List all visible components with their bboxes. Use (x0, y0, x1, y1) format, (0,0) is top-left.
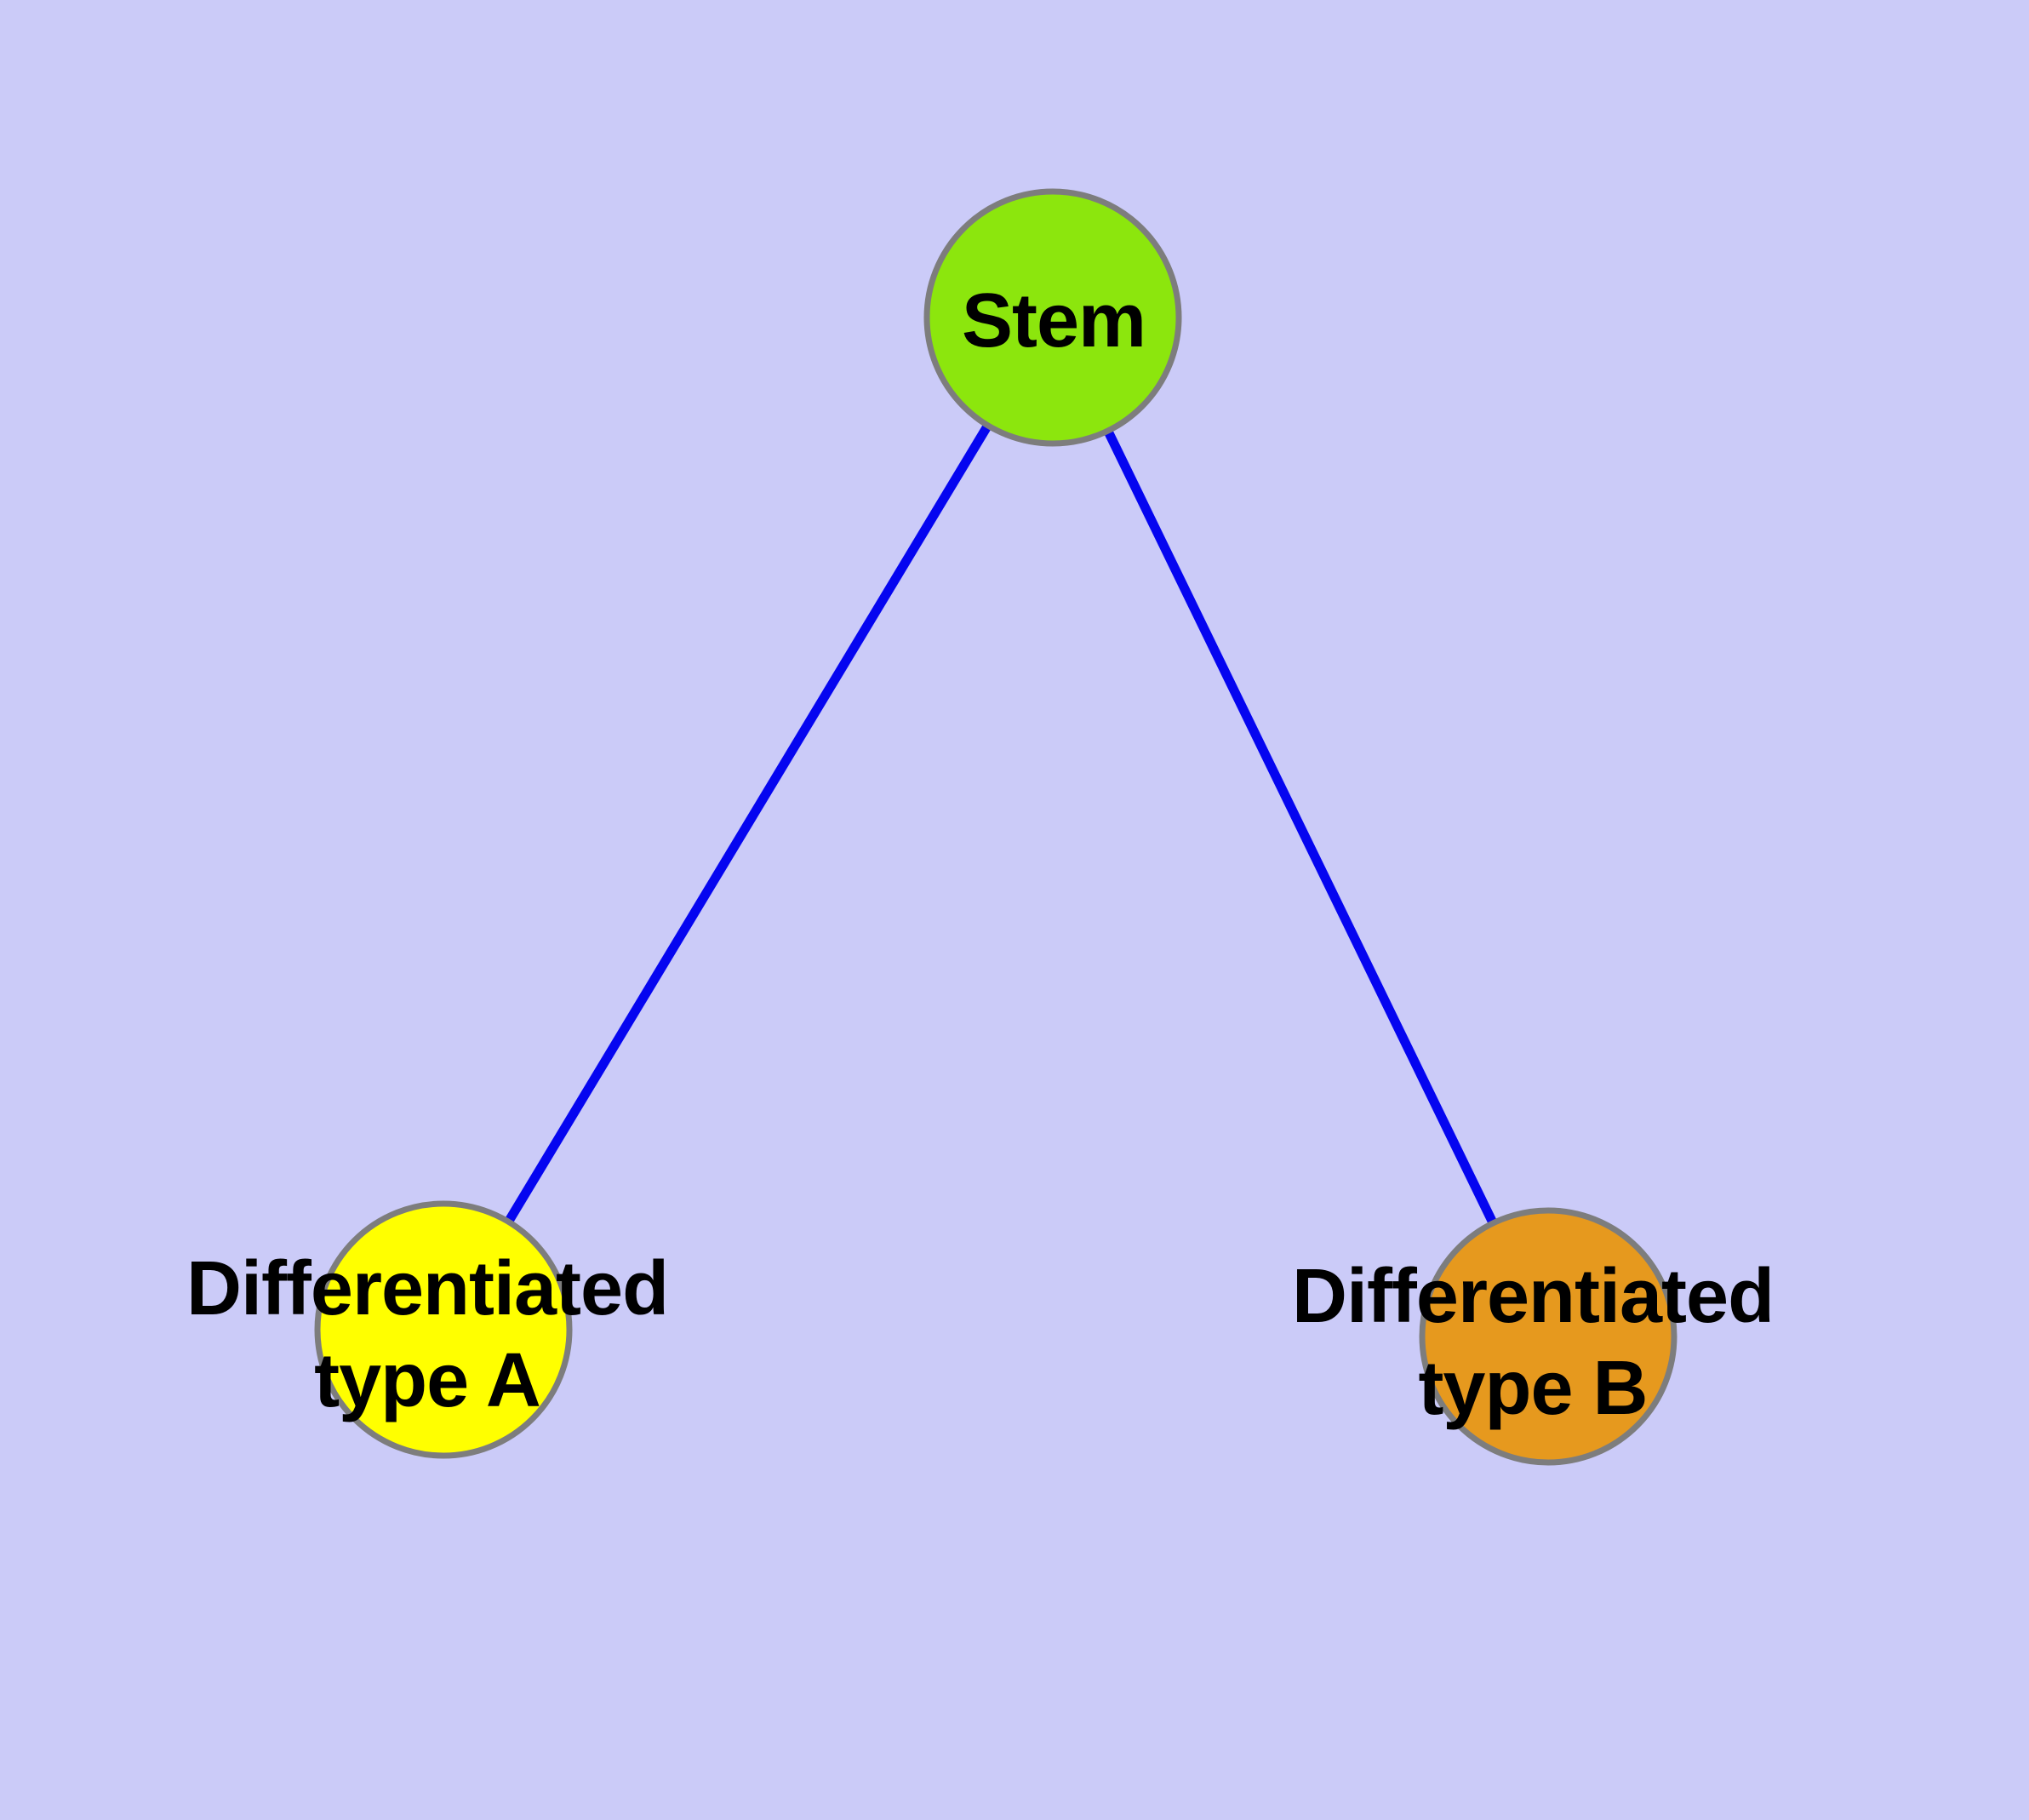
label-line-2: type A (314, 1338, 541, 1423)
label-line-2: type B (1418, 1346, 1648, 1431)
node-differentiated-type-b (1419, 1207, 1677, 1466)
node-label-stem: Stem (961, 278, 1146, 363)
label-line-1: Differentiated (1291, 1254, 1775, 1339)
node-label-differentiated-type-b: Differentiated type B (1291, 1251, 1775, 1434)
node-differentiated-type-a (314, 1200, 573, 1459)
edge-stem-to-type-a (439, 315, 1057, 1332)
edge-stem-to-type-b (1049, 315, 1552, 1339)
label-line-1: Differentiated (186, 1246, 669, 1331)
node-stem (923, 188, 1182, 447)
node-label-differentiated-type-a: Differentiated type A (186, 1243, 669, 1427)
